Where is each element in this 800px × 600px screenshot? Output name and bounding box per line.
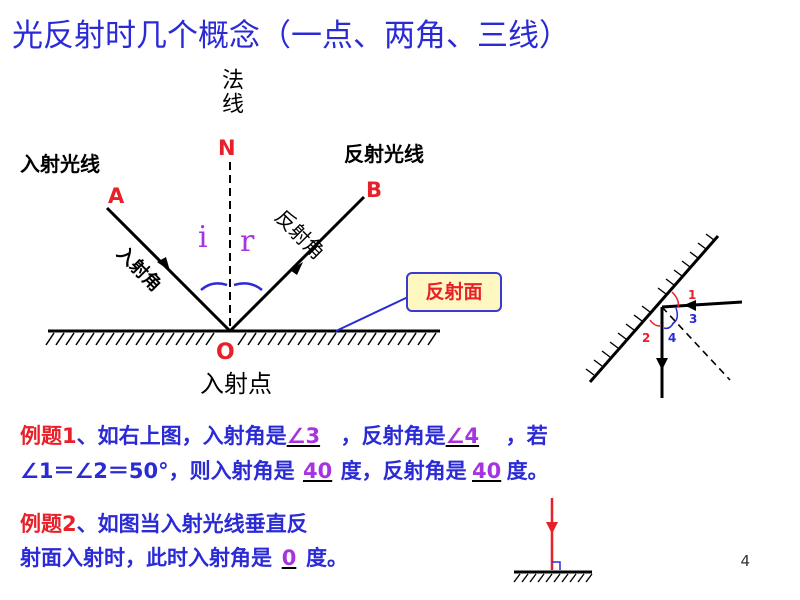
example-1-text-1: 、如右上图，入射角是 — [76, 424, 287, 448]
angle-i-symbol: i — [198, 220, 208, 255]
example-1-heading: 例题1 — [20, 424, 77, 448]
small-angle-4-label: 4 — [668, 331, 677, 345]
incident-angle-arc — [200, 282, 228, 291]
example-1-text-2: ，反射角是 — [340, 424, 446, 448]
example-1-answer-1: ∠3 — [286, 424, 321, 448]
reflected-angle-arc — [233, 282, 263, 291]
small-arc-3 — [671, 307, 679, 325]
reflected-ray-label: 反射光线 — [344, 142, 424, 166]
example-2-answer-1: 0 — [281, 546, 297, 570]
example-2-text-3: 度。 — [306, 546, 348, 570]
incident-ray-arrow — [157, 257, 170, 271]
example-2-heading: 例题2 — [20, 512, 77, 536]
example-1-text-5: 度，反射角是 — [340, 459, 467, 483]
small-mirror-hatch — [585, 233, 715, 376]
small-angle-1-label: 1 — [688, 288, 697, 302]
perp-mirror-hatch — [513, 573, 593, 583]
page-title: 光反射时几个概念（一点、两角、三线） — [12, 18, 570, 54]
example-2-text-1: 、如图当入射光线垂直反 — [76, 512, 308, 536]
small-reflected-arrow — [656, 358, 668, 370]
example-1-text-6: 度。 — [506, 459, 549, 483]
small-angle-3-label: 3 — [689, 312, 698, 326]
mirror-surface-tag: 反射面 — [406, 272, 502, 312]
small-arc-1 — [671, 291, 680, 308]
incident-ray-label: 入射光线 — [20, 152, 100, 176]
reflected-ray-line — [228, 195, 366, 333]
reflected-ray-arrow — [290, 262, 303, 275]
point-o-label: O — [216, 340, 235, 365]
point-b-label: B — [366, 178, 383, 202]
small-arc-4 — [663, 321, 675, 330]
example-1-answer-4: 40 — [471, 459, 502, 483]
example-1-answer-2: ∠4 — [445, 424, 480, 448]
mirror-tag-pointer — [335, 296, 409, 332]
mirror-surface — [45, 329, 440, 346]
perp-right-angle-mark — [552, 561, 561, 570]
small-incident-ray — [661, 300, 743, 309]
point-a-label: A — [108, 184, 125, 208]
small-mirror-diagram — [585, 233, 743, 398]
example-1-line-1: 例题1、如右上图，入射角是∠3 ，反射角是∠4 ，若 — [20, 420, 548, 450]
example-1-text-3: ，若 — [505, 424, 548, 448]
small-mirror-line — [588, 235, 720, 383]
example-1-answer-3: 40 — [302, 459, 333, 483]
example-1-text-4: ∠1＝∠2＝50°，则入射角是 — [20, 459, 295, 483]
perp-incident-arrow — [546, 522, 558, 534]
example-2-text-2: 射面入射时，此时入射角是 — [20, 546, 272, 570]
example-2-line-2: 射面入射时，此时入射角是 0 度。 — [20, 542, 348, 572]
small-incident-arrow — [684, 300, 696, 311]
small-normal-line — [661, 306, 731, 381]
page-number: 4 — [740, 552, 750, 570]
perpendicular-diagram — [513, 498, 593, 583]
normal-point-label: N — [218, 136, 236, 160]
example-2-line-1: 例题2、如图当入射光线垂直反 — [20, 508, 308, 538]
small-arc-2 — [649, 319, 661, 327]
angle-r-symbol: r — [240, 224, 255, 259]
incident-point-label: 入射点 — [200, 370, 272, 398]
small-angle-2-label: 2 — [642, 331, 651, 345]
normal-label: 法线 — [218, 68, 243, 116]
